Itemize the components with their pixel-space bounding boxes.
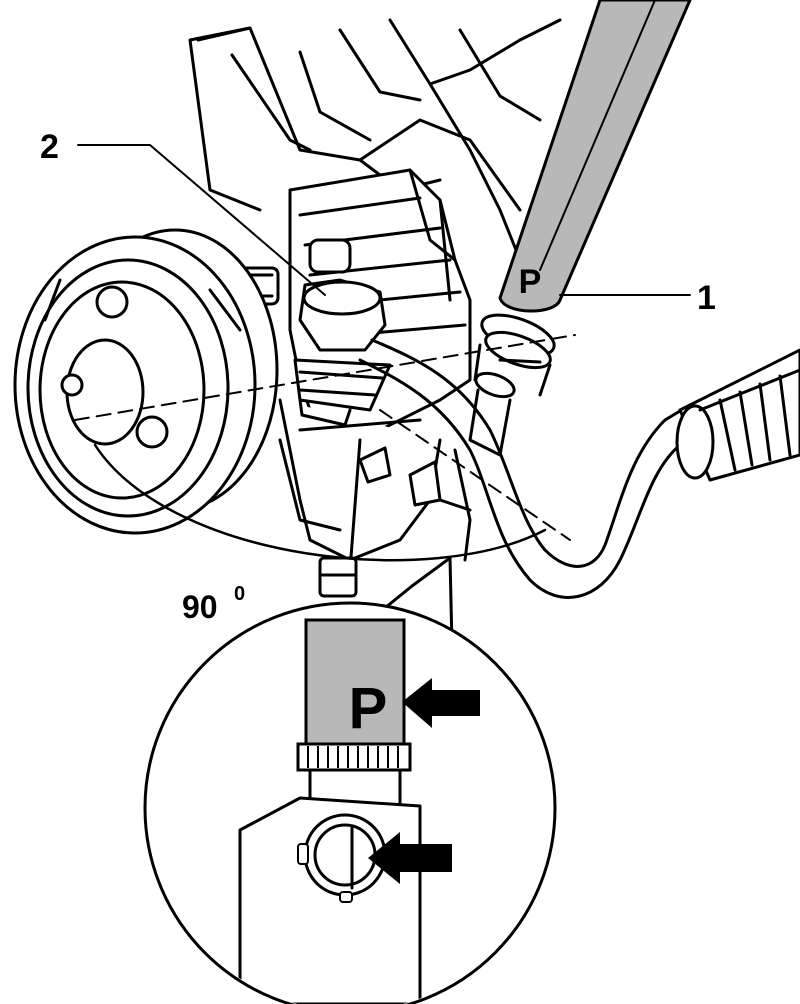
hose-mark-detail: P [349,676,388,741]
pressure-hose: P [498,0,692,313]
pressure-hose-clamp [468,313,556,457]
hose-mark-main: P [519,263,542,301]
callout-1: 1 [559,279,716,317]
steering-rack-tube [675,348,800,482]
pulley [13,228,279,535]
arrow-right-icon [402,678,480,728]
engine-bracket [188,18,562,262]
callout-2: 2 [40,128,326,296]
angle-degree-mark: 0 [234,583,245,605]
callout-1-label: 1 [697,279,716,317]
arrow-right-icon [368,832,452,884]
callout-2-label: 2 [40,128,59,166]
angle-indicator: 90 0 [74,334,576,625]
return-hose [358,338,702,599]
pump-reservoir-cap [293,278,392,427]
angle-value: 90 [182,589,218,625]
